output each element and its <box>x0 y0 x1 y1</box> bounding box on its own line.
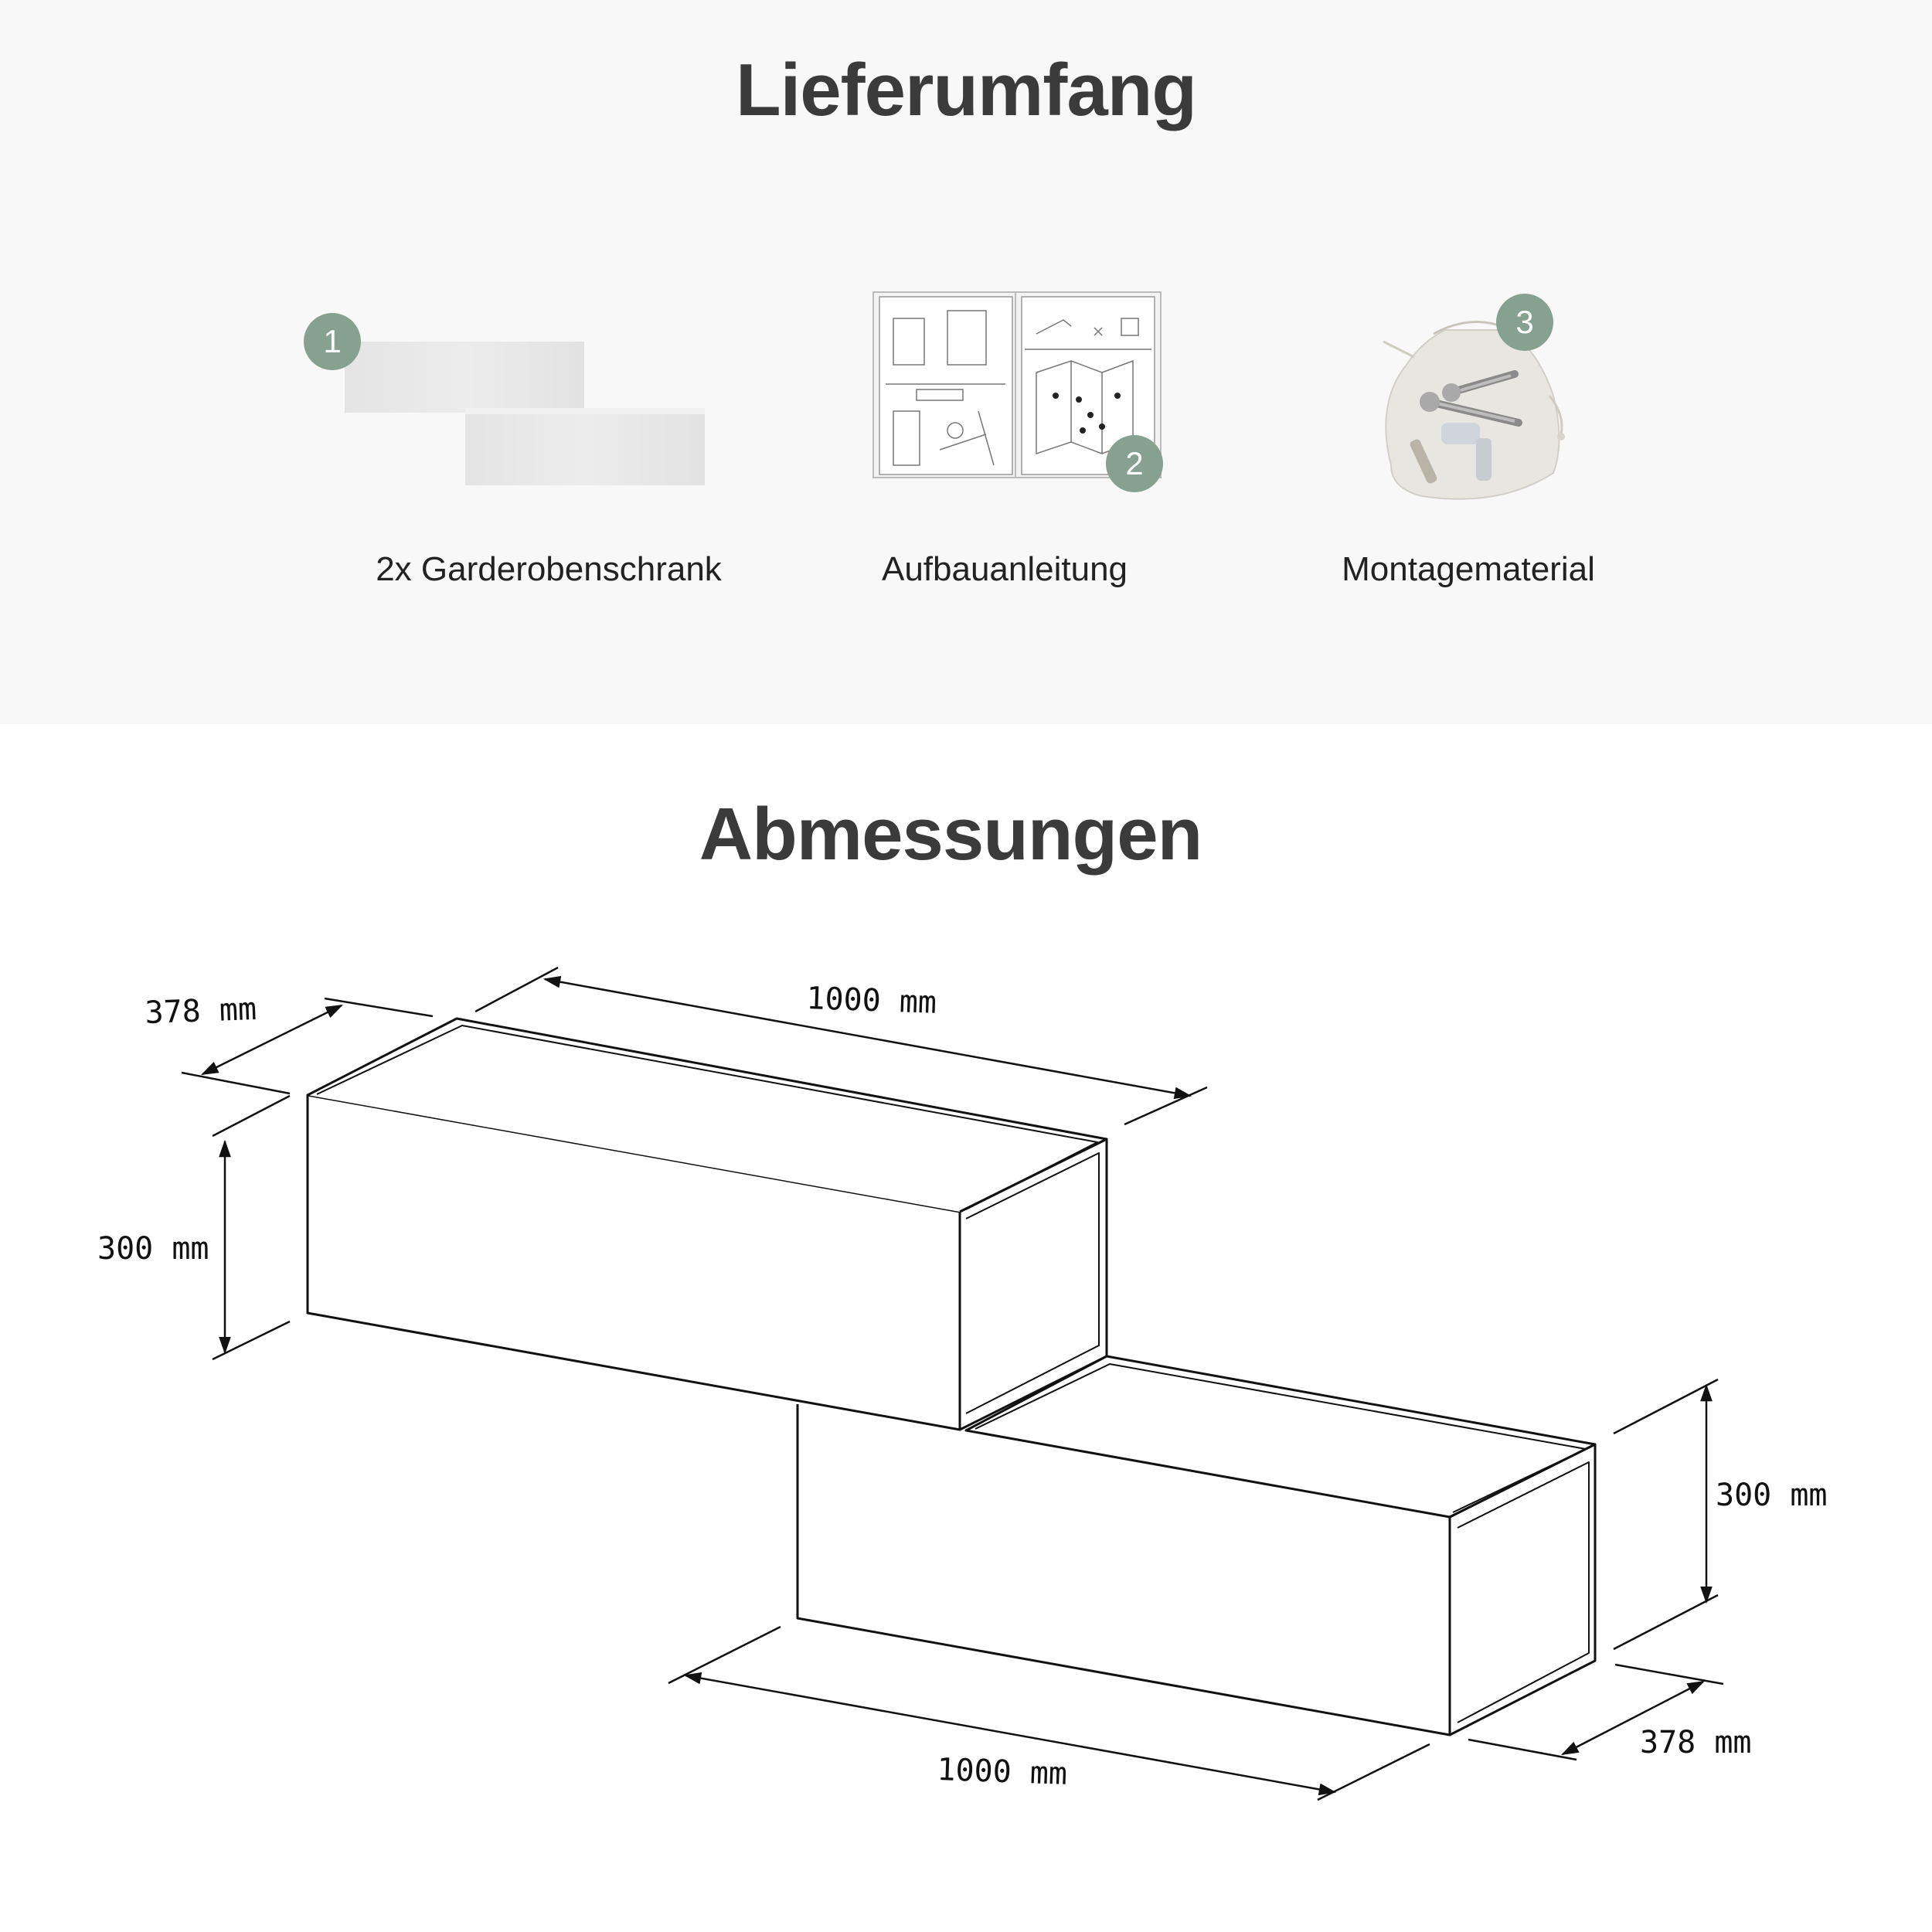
dimension-drawing: 378 mm 1000 mm 300 mm 300 mm 378 mm <box>97 966 1828 1801</box>
delivery-title: Lieferumfang <box>735 49 1197 131</box>
item-label-1: 2x Garderobenschrank <box>376 550 722 588</box>
upper-height-dimension <box>212 1094 291 1361</box>
hardware-bag-icon <box>1360 287 1592 523</box>
item-label-3: Montagematerial <box>1342 550 1595 588</box>
upper-depth-label: 378 mm <box>145 992 257 1031</box>
item-number-badge-3: 3 <box>1496 294 1553 351</box>
lower-depth-label: 378 mm <box>1640 1725 1752 1760</box>
lower-width-dimension <box>668 1625 1430 1801</box>
manual-icon <box>870 287 1164 486</box>
cabinet-icon <box>301 309 734 498</box>
dimensions-title: Abmessungen <box>699 793 1202 876</box>
lower-width-label: 1000 mm <box>937 1752 1068 1792</box>
upper-width-label: 1000 mm <box>806 981 937 1021</box>
upper-height-label: 300 mm <box>97 1231 209 1267</box>
item-label-2: Aufbauanleitung <box>881 550 1128 588</box>
dimensions-section: Abmessungen 378 mm <box>0 724 1932 1932</box>
delivery-section: Lieferumfang 1 2x Garderobenschrank <box>0 0 1932 724</box>
lower-height-label: 300 mm <box>1716 1478 1828 1513</box>
item-number-badge-2: 2 <box>1106 435 1163 492</box>
lower-depth-dimension <box>1468 1663 1724 1761</box>
item-number-badge-1: 1 <box>304 313 361 370</box>
upper-cabinet-drawing <box>306 1017 1108 1431</box>
upper-depth-dimension <box>181 997 434 1095</box>
lower-height-dimension <box>1613 1378 1719 1651</box>
upper-width-dimension <box>474 966 1208 1126</box>
